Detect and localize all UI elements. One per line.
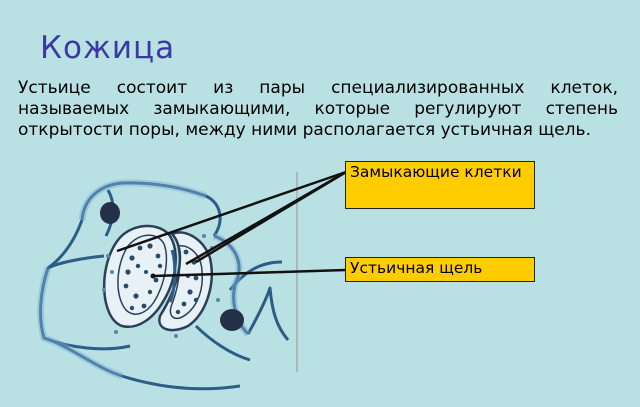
chloroplasts: [123, 243, 199, 315]
description-paragraph: Устьице состоит из пары специализированн…: [18, 78, 618, 140]
guard-cells-label: Замыкающие клетки: [345, 161, 535, 209]
nucleus: [100, 202, 120, 224]
pointer-dot: [150, 273, 156, 279]
leader-lines: [116, 170, 347, 278]
slide-title: Кожица: [40, 30, 176, 66]
stomatal-slit-label: Устьичная щель: [345, 257, 535, 282]
nucleus: [220, 309, 244, 331]
